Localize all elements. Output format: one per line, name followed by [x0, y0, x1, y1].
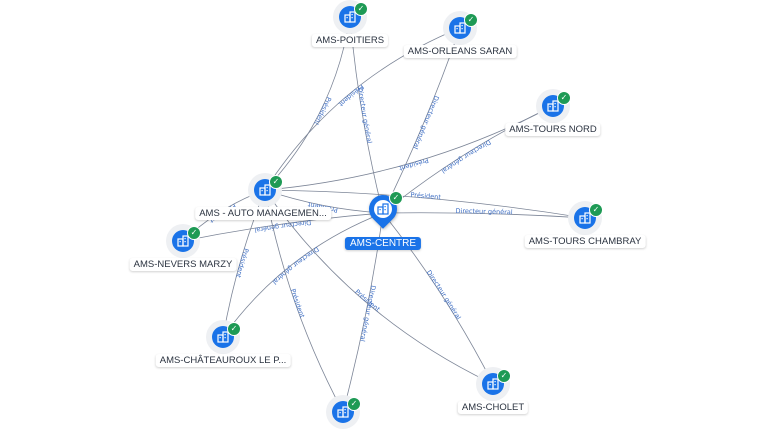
edge-label: Président	[289, 288, 307, 320]
edge-label: Directeur général	[254, 218, 312, 234]
edge-label: Directeur général	[440, 138, 493, 175]
check-icon: ✓	[354, 2, 368, 16]
relationship-edge	[264, 189, 586, 219]
check-icon: ✓	[187, 226, 201, 240]
check-icon: ✓	[227, 322, 241, 336]
node-label: AMS-POITIERS	[311, 34, 389, 47]
node-label: AMS-CENTRE	[344, 237, 422, 250]
node-label: AMS-TOURS NORD	[505, 123, 601, 136]
relationship-edge	[264, 189, 494, 385]
node-label: AMS-CHOLET	[457, 401, 529, 414]
edge-label: Président	[410, 191, 441, 202]
check-icon: ✓	[497, 369, 511, 383]
edge-label: Directeur général	[455, 207, 513, 216]
check-icon: ✓	[557, 91, 571, 105]
node-label: AMS - AUTO MANAGEMEN...	[195, 207, 331, 220]
edge-label: Directeur général	[356, 87, 373, 145]
building-icon	[374, 200, 392, 218]
relationship-edge	[382, 212, 586, 219]
relationship-edge	[264, 105, 554, 191]
node-label: AMS-NEVERS MARZY	[129, 258, 237, 271]
node-label: AMS-TOURS CHAMBRAY	[524, 235, 646, 248]
edge-label: Directeur général	[411, 94, 440, 150]
node-label: AMS-CHÂTEAUROUX LE P...	[155, 354, 291, 367]
edge-label: Président	[234, 247, 250, 279]
relationship-edge	[264, 27, 461, 191]
relationship-edge	[222, 212, 384, 338]
relationship-edge	[222, 189, 266, 338]
check-icon: ✓	[347, 397, 361, 411]
check-icon: ✓	[589, 203, 603, 217]
edge-label: Directeur général	[425, 269, 463, 322]
edge-label: Président	[398, 156, 430, 172]
node-label: AMS-ORLEANS SARAN	[403, 45, 517, 58]
check-icon: ✓	[269, 175, 283, 189]
relationship-edge	[182, 212, 384, 242]
relationship-edge	[382, 212, 494, 385]
check-icon: ✓	[389, 191, 403, 205]
check-icon: ✓	[464, 13, 478, 27]
